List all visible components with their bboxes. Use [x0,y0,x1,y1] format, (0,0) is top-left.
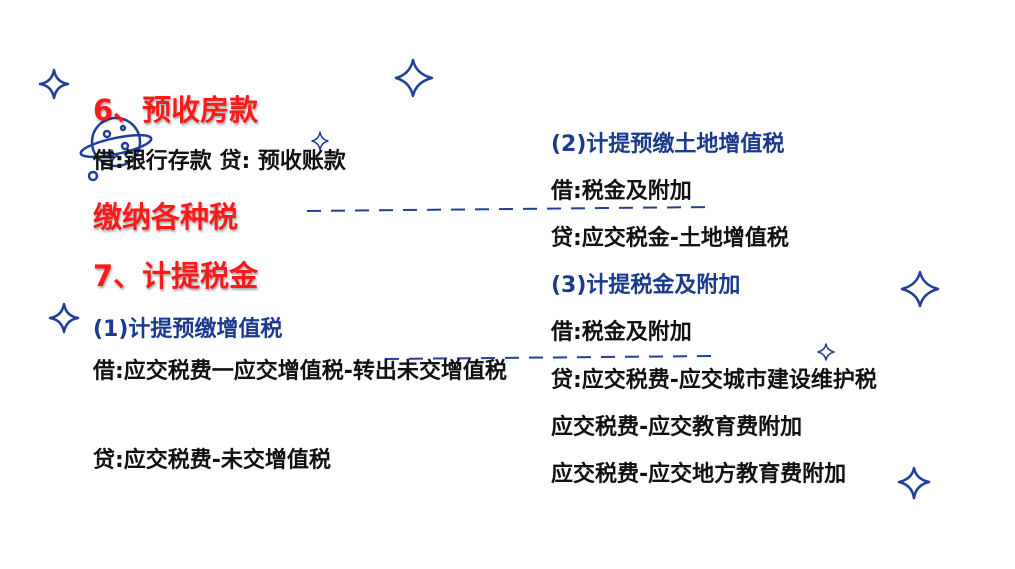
dashed-line [384,355,715,360]
sparkle-star-icon [900,270,940,308]
sub1-credit: 贷:应交税费-未交增值税 [93,448,331,473]
sparkle-star-icon [38,68,70,100]
sub3-credit-2: 应交税费-应交教育费附加 [551,415,803,440]
sub2-debit: 借:税金及附加 [551,179,692,204]
sparkle-star-icon [394,58,434,98]
subheading-3: (3)计提税金及附加 [551,273,741,298]
sub3-debit: 借:税金及附加 [551,320,692,345]
sparkle-star-icon [48,302,80,334]
heading-7: 7、计提税金 [93,259,259,293]
subheading-1: (1)计提预缴增值税 [93,317,283,342]
dashed-line [306,206,713,212]
sub1-debit: 借:应交税费一应交增值税-转出未交增值税 [93,359,507,384]
entry-6: 借:银行存款 贷: 预收账款 [93,149,346,174]
sparkle-star-icon [817,343,835,361]
tax-heading: 缴纳各种税 [93,200,239,234]
heading-6: 6、预收房款 [93,93,259,127]
sparkle-star-icon [311,131,329,151]
sub3-credit-1: 贷:应交税费-应交城市建设维护税 [551,368,877,393]
planet-icon [79,116,153,182]
subheading-2: (2)计提预缴土地增值税 [551,132,785,157]
sub2-credit: 贷:应交税金-土地增值税 [551,226,789,251]
sub3-credit-3: 应交税费-应交地方教育费附加 [551,462,847,487]
sparkle-star-icon [897,466,931,500]
